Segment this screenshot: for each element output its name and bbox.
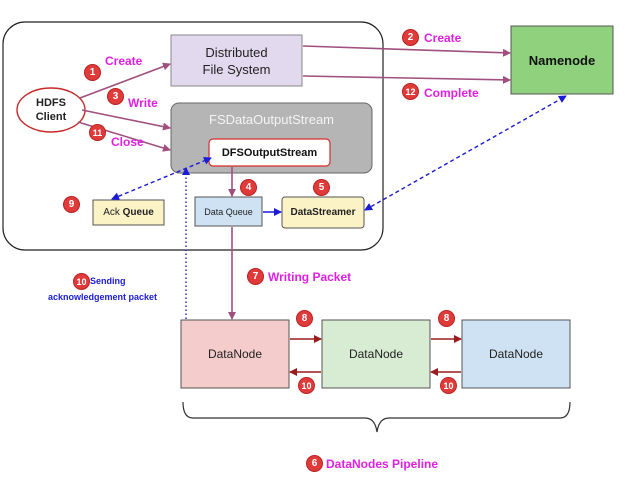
data-queue-label: Data Queue <box>204 206 253 217</box>
pipeline-brace <box>182 401 571 433</box>
dfs-label-line1: Distributed <box>205 44 268 60</box>
step-6-badge: 6 <box>306 455 323 472</box>
hdfs-client-label-line1: HDFS <box>36 97 66 109</box>
arrow-write-client-fsdata <box>81 109 171 131</box>
hdfs-client-label: HDFS Client <box>17 94 85 126</box>
datanode-2-box <box>321 319 431 389</box>
step-10-send-badge: 10 <box>73 273 90 290</box>
dfs-label: Distributed File System <box>171 35 302 86</box>
sending-ack-line2: acknowledgement packet <box>48 292 158 302</box>
step-11-label: Close <box>111 135 144 149</box>
step-2-badge: 2 <box>402 29 419 46</box>
step-10b-badge: 10 <box>440 377 457 394</box>
datastreamer-box <box>281 196 365 229</box>
step-8a-badge: 8 <box>296 310 313 327</box>
arrow-ackqueue-dfsoutput <box>111 156 212 201</box>
ack-queue-label: Ack Queue <box>93 200 164 225</box>
arrow-create-client-dfs <box>79 62 171 99</box>
ack-queue-prefix: Ack <box>103 207 120 218</box>
dfs-output-stream-box <box>208 138 331 167</box>
fsdata-label: FSDataOutputStream <box>209 111 334 127</box>
dfs-output-stream-label: DFSOutputStream <box>221 146 318 159</box>
arrow-complete-dfs-namenode <box>302 75 511 84</box>
step-8b-badge: 8 <box>438 310 455 327</box>
step-1-badge: 1 <box>84 64 101 81</box>
step-9-badge: 9 <box>63 196 80 213</box>
step-12-badge: 12 <box>402 83 419 100</box>
namenode-box <box>510 25 614 95</box>
distributed-file-system-box <box>170 34 303 87</box>
datanode-3-box <box>461 319 571 389</box>
step-6-label: DataNodes Pipeline <box>326 457 439 471</box>
data-queue-box <box>194 196 263 227</box>
step-7-badge: 7 <box>247 268 264 285</box>
step-7-label: Writing Packet <box>268 270 352 284</box>
step-12-label: Complete <box>424 86 479 100</box>
step-5-badge: 5 <box>313 179 330 196</box>
step-3-label: Write <box>128 96 158 110</box>
sending-ack-line1: Sending <box>90 276 126 286</box>
ack-queue-bold: Queue <box>122 207 154 218</box>
hdfs-client-label-line2: Client <box>35 111 67 123</box>
step-11-badge: 11 <box>89 124 106 141</box>
datastreamer-label: DataStreamer <box>290 207 356 218</box>
dfs-label-line2: File System <box>202 61 271 77</box>
step-3-badge: 3 <box>107 88 124 105</box>
datanode-1-label: DataNode <box>207 347 263 361</box>
arrow-create-dfs-namenode <box>302 45 511 57</box>
arrow-datastreamer-namenode <box>364 95 567 211</box>
step-1-label: Create <box>105 54 143 68</box>
step-10a-badge: 10 <box>298 377 315 394</box>
datanode-1-box <box>180 319 290 389</box>
namenode-label: Namenode <box>528 52 596 68</box>
datanode-3-label: DataNode <box>488 347 544 361</box>
datanode-2-label: DataNode <box>348 347 404 361</box>
step-2-label: Create <box>424 31 462 45</box>
step-4-badge: 4 <box>240 179 257 196</box>
